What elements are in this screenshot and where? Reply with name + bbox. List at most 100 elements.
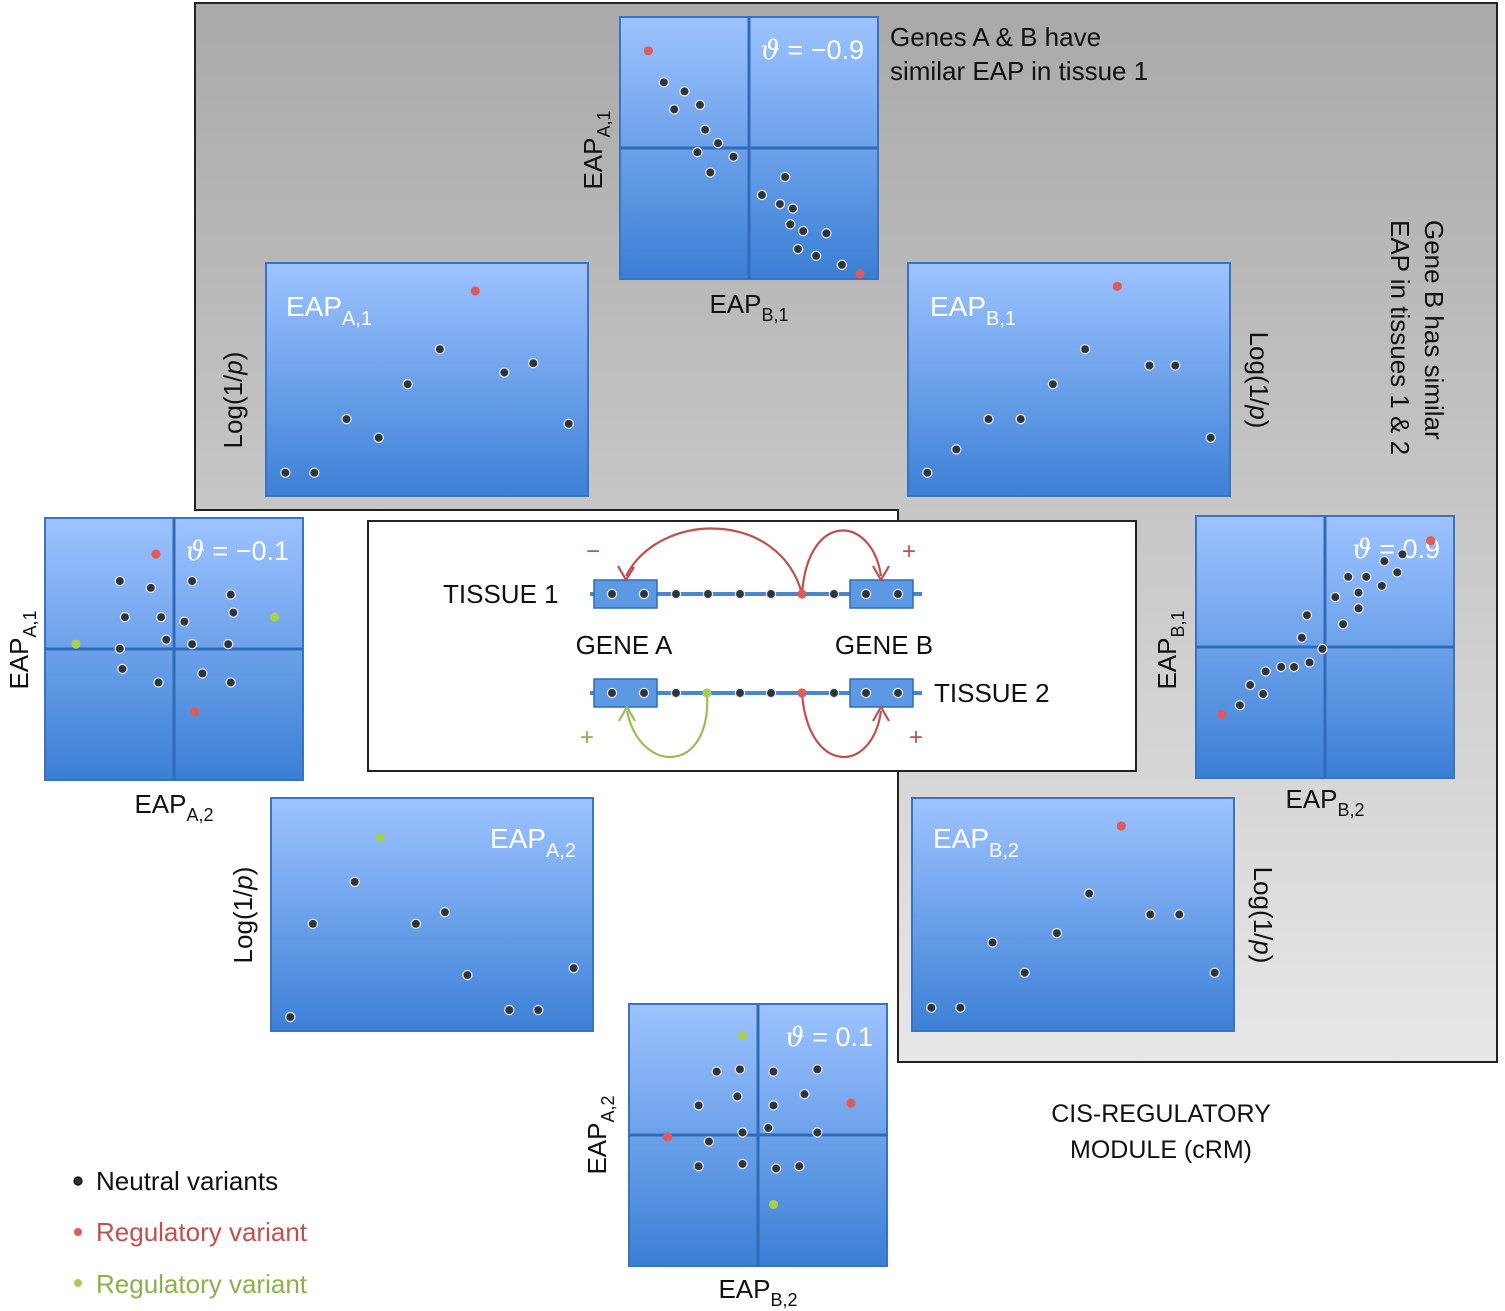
neutral-variant-point bbox=[439, 906, 451, 918]
neutral-variant-point bbox=[307, 918, 319, 930]
scatter-x-axis-label: EAPB,1 bbox=[709, 289, 788, 325]
neutral-variant-point bbox=[693, 1100, 704, 1111]
scatter-y-axis-label: EAPB,1 bbox=[1152, 610, 1188, 689]
neutral-variant-point bbox=[734, 687, 746, 699]
manhattan-panel-b1: EAPB,1 bbox=[907, 262, 1231, 497]
neutral-variant-point bbox=[309, 467, 320, 478]
neutral-variant-point bbox=[670, 687, 682, 699]
regulatory-variant-red-point bbox=[846, 1098, 856, 1108]
neutral-variant-point bbox=[504, 1004, 515, 1016]
scatter-panel-bottom: ϑ = 0.1 bbox=[628, 1003, 888, 1267]
neutral-variant-point bbox=[679, 86, 690, 97]
tissue1-arrowhead-b bbox=[872, 565, 890, 583]
neutral-variant-point bbox=[737, 1158, 748, 1170]
neutral-variant-point bbox=[799, 1088, 810, 1100]
regulatory-variant-green-point bbox=[71, 639, 81, 649]
regulatory-variant-red-point bbox=[855, 269, 865, 279]
neutral-variant-point bbox=[711, 1066, 722, 1077]
neutral-variant-point bbox=[797, 225, 809, 237]
neutral-variant-point bbox=[1361, 571, 1372, 583]
neutral-variant-point bbox=[1145, 909, 1156, 920]
tissue2-label: TISSUE 2 bbox=[934, 678, 1050, 708]
scatter-panel-right: ϑ = 0.9 bbox=[1195, 515, 1455, 779]
neutral-variant-point bbox=[658, 77, 670, 88]
tissue1-arrowhead-a bbox=[617, 565, 635, 583]
correlation-theta-label: ϑ = −0.9 bbox=[761, 35, 864, 66]
regulatory-variant-red-point bbox=[797, 589, 807, 599]
manhattan-panel-a1: EAPA,1 bbox=[265, 262, 589, 497]
regulatory-variant-red-point bbox=[1116, 821, 1126, 831]
neutral-variant-point bbox=[794, 1160, 805, 1172]
legend-green-marker bbox=[74, 1279, 82, 1287]
manhattan-y-axis-label: Log(1/p) bbox=[1248, 867, 1278, 964]
neutral-variant-point bbox=[179, 616, 190, 627]
neutral-variant-point bbox=[155, 611, 167, 623]
neutral-variant-point bbox=[705, 167, 716, 178]
neutral-variant-point bbox=[836, 259, 848, 271]
legend-red-label: Regulatory variant bbox=[96, 1217, 308, 1247]
neutral-variant-point bbox=[186, 575, 198, 587]
neutral-variant-point bbox=[1342, 571, 1354, 583]
neutral-variant-point bbox=[638, 588, 650, 600]
regulatory-variant-red-point bbox=[190, 707, 200, 717]
neutral-variant-point bbox=[770, 1163, 782, 1174]
neutral-variant-point bbox=[763, 1122, 774, 1134]
neutral-variant-point bbox=[692, 146, 703, 158]
neutral-variant-point bbox=[734, 1064, 746, 1075]
legend-green-label: Regulatory variant bbox=[96, 1269, 308, 1299]
neutral-variant-point bbox=[186, 638, 198, 650]
neutral-variant-point bbox=[462, 969, 473, 981]
neutral-variant-point bbox=[785, 219, 796, 230]
scatter-x-axis-label: EAPB,2 bbox=[1285, 784, 1364, 820]
neutral-variant-point bbox=[812, 1064, 823, 1075]
neutral-variant-point bbox=[779, 171, 791, 183]
scatter-panel-left: ϑ = −0.1 bbox=[44, 517, 304, 781]
correlation-theta-label: ϑ = 0.1 bbox=[785, 1022, 873, 1053]
neutral-variant-point bbox=[860, 588, 872, 600]
neutral-variant-point bbox=[1397, 549, 1408, 560]
manhattan-panel-bg bbox=[907, 262, 1231, 497]
tissue1-positive-sign: + bbox=[902, 538, 916, 565]
neutral-variant-point bbox=[810, 250, 822, 262]
center-diagram-box bbox=[367, 520, 1137, 772]
neutral-variant-point bbox=[563, 418, 574, 430]
manhattan-panel-title: EAPA,2 bbox=[490, 823, 576, 862]
neutral-variant-point bbox=[638, 687, 650, 699]
neutral-variant-point bbox=[983, 413, 994, 425]
neutral-variant-point bbox=[1144, 360, 1155, 371]
neutral-variant-point bbox=[114, 575, 126, 587]
manhattan-y-axis-label: Log(1/p) bbox=[218, 352, 248, 449]
neutral-variant-point bbox=[225, 589, 237, 600]
tissue2-arrowhead-a bbox=[618, 704, 636, 722]
neutral-variant-point bbox=[1170, 360, 1181, 371]
neutral-variant-point bbox=[1260, 666, 1271, 677]
regulatory-variant-green-point bbox=[737, 1030, 748, 1041]
neutral-variant-point bbox=[225, 677, 237, 688]
neutral-variant-point bbox=[434, 343, 446, 355]
manhattan-panel-bg bbox=[270, 797, 594, 1032]
neutral-variant-point bbox=[1353, 603, 1364, 614]
neutral-variant-point bbox=[987, 937, 998, 948]
regulatory-variant-green-point bbox=[270, 612, 280, 622]
neutral-variant-point bbox=[1257, 688, 1269, 700]
neutral-variant-point bbox=[670, 588, 682, 600]
neutral-variant-point bbox=[528, 357, 539, 369]
regulatory-variant-red-point bbox=[797, 688, 807, 698]
neutral-variant-point bbox=[349, 876, 360, 888]
scatter-y-axis-label: EAPA,1 bbox=[4, 610, 40, 689]
neutral-variant-point bbox=[1317, 643, 1328, 655]
scatter-y-axis-label: EAPA,1 bbox=[578, 110, 614, 189]
neutral-variant-point bbox=[756, 189, 768, 201]
gene-b-label: GENE B bbox=[835, 630, 933, 660]
scatter-y-axis-label: EAPA,2 bbox=[582, 1095, 618, 1174]
neutral-variant-point bbox=[1304, 657, 1315, 668]
neutral-variant-point bbox=[693, 1160, 704, 1172]
neutral-variant-point bbox=[703, 1136, 715, 1147]
neutral-variant-point bbox=[1244, 679, 1256, 691]
regulatory-variant-green-point bbox=[375, 833, 386, 843]
regulatory-variant-red-point bbox=[1217, 709, 1227, 719]
legend: Neutral variants Regulatory variant Regu… bbox=[73, 1166, 308, 1299]
neutral-variant-point bbox=[1337, 618, 1349, 630]
regulatory-variant-red-point bbox=[643, 46, 653, 56]
